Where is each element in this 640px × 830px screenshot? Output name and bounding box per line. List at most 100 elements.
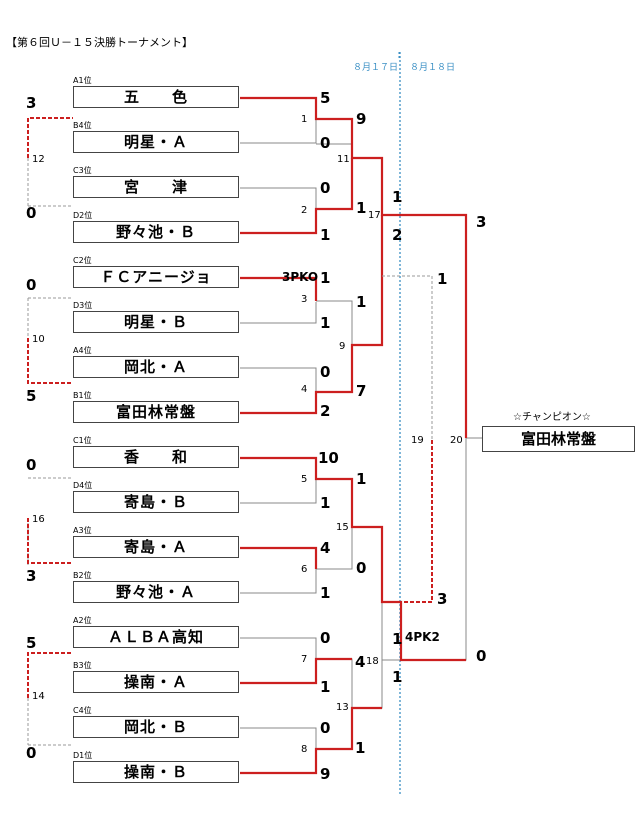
team-box: 岡北・Ｂ (73, 716, 239, 738)
score: 1 (356, 199, 367, 217)
team-box: 操南・Ｂ (73, 761, 239, 783)
pk-note: 3PKO (282, 270, 319, 284)
seed-label: A2位 (73, 616, 92, 625)
score: 5 (26, 634, 37, 652)
score: 1 (392, 668, 403, 686)
seed-label: A3位 (73, 526, 92, 535)
score: 5 (26, 387, 37, 405)
score: 4 (355, 653, 366, 671)
score: 0 (320, 719, 331, 737)
team-box: 寄島・Ａ (73, 536, 239, 558)
score: 4 (320, 539, 331, 557)
score: 0 (356, 559, 367, 577)
seed-label: B4位 (73, 121, 92, 130)
team-box: 富田林常盤 (73, 401, 239, 423)
score: 0 (26, 456, 37, 474)
score: 1 (320, 678, 331, 696)
match-number: 8 (301, 744, 308, 755)
seed-label: C1位 (73, 436, 92, 445)
team-box: 五 色 (73, 86, 239, 108)
team-box: 香 和 (73, 446, 239, 468)
score: 5 (320, 89, 331, 107)
match-number: 17 (368, 210, 381, 221)
score: 0 (320, 134, 331, 152)
score: 1 (356, 293, 367, 311)
match-number: 9 (339, 341, 346, 352)
score: 9 (320, 765, 331, 783)
score: 1 (356, 470, 367, 488)
score: 1 (320, 226, 331, 244)
date-label-day1: ８月１７日 (353, 63, 399, 73)
seed-label: D2位 (73, 211, 93, 220)
team-box: 明星・Ｂ (73, 311, 239, 333)
score: 0 (26, 204, 37, 222)
score: 1 (320, 494, 331, 512)
page-title: 【第６回Ｕ－１５決勝トーナメント】 (6, 36, 193, 49)
score: 1 (320, 584, 331, 602)
match-number: 18 (366, 656, 379, 667)
team-box: 操南・Ａ (73, 671, 239, 693)
match-number: 6 (301, 564, 308, 575)
score: 3 (26, 567, 37, 585)
champion-box: 富田林常盤 (482, 426, 635, 452)
score: 2 (392, 226, 403, 244)
team-box: 野々池・Ｂ (73, 221, 239, 243)
team-box: 野々池・Ａ (73, 581, 239, 603)
team-box: 寄島・Ｂ (73, 491, 239, 513)
match-number: 12 (32, 154, 45, 165)
team-box: 宮 津 (73, 176, 239, 198)
match-number: 16 (32, 514, 45, 525)
match-number: 1 (301, 114, 308, 125)
seed-label: C3位 (73, 166, 92, 175)
match-number: 14 (32, 691, 45, 702)
match-number: 19 (411, 435, 424, 446)
match-number: 2 (301, 205, 308, 216)
match-number: 4 (301, 384, 308, 395)
score: 1 (392, 630, 403, 648)
pk-note: 4PK2 (405, 630, 440, 644)
score: 0 (26, 276, 37, 294)
score: 1 (355, 739, 366, 757)
team-box: ＦＣアニージョ (73, 266, 239, 288)
score: 0 (26, 744, 37, 762)
score: 2 (320, 402, 331, 420)
score: 0 (320, 629, 331, 647)
seed-label: A4位 (73, 346, 92, 355)
match-number: 15 (336, 522, 349, 533)
seed-label: B1位 (73, 391, 92, 400)
score: 0 (320, 363, 331, 381)
score: 3 (437, 590, 448, 608)
seed-label: D1位 (73, 751, 93, 760)
match-number: 3 (301, 294, 308, 305)
score: 3 (476, 213, 487, 231)
score: 0 (476, 647, 487, 665)
team-box: ＡＬＢＡ高知 (73, 626, 239, 648)
score: 1 (320, 314, 331, 332)
team-box: 明星・Ａ (73, 131, 239, 153)
match-number: 20 (450, 435, 463, 446)
seed-label: B2位 (73, 571, 92, 580)
seed-label: C4位 (73, 706, 92, 715)
date-label-day2: ８月１８日 (410, 63, 456, 73)
champion-label: ☆チャンピオン☆ (513, 412, 591, 423)
score: 10 (318, 449, 339, 467)
score: 0 (320, 179, 331, 197)
seed-label: D4位 (73, 481, 93, 490)
match-number: 13 (336, 702, 349, 713)
seed-label: C2位 (73, 256, 92, 265)
match-number: 10 (32, 334, 45, 345)
match-number: 5 (301, 474, 308, 485)
score: 9 (356, 110, 367, 128)
seed-label: A1位 (73, 76, 92, 85)
team-box: 岡北・Ａ (73, 356, 239, 378)
score: 1 (320, 269, 331, 287)
score: 1 (392, 188, 403, 206)
match-number: 11 (337, 154, 350, 165)
score: 1 (437, 270, 448, 288)
score: 7 (356, 382, 367, 400)
seed-label: D3位 (73, 301, 93, 310)
seed-label: B3位 (73, 661, 92, 670)
score: 3 (26, 94, 37, 112)
match-number: 7 (301, 654, 308, 665)
